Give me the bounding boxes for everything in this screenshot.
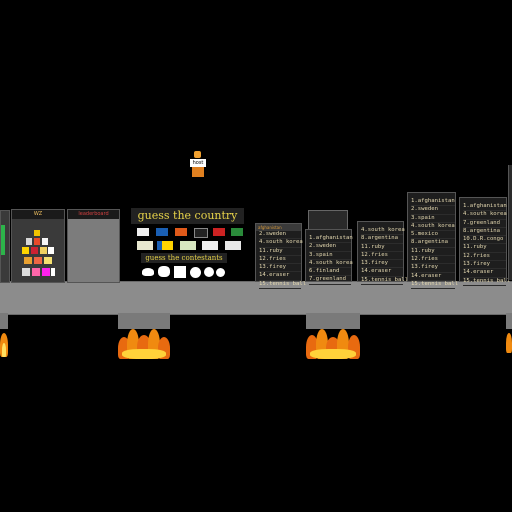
board-entry: 14.eraser: [463, 269, 506, 278]
flag-icon: [137, 241, 153, 250]
board-entry: 13.firey: [361, 260, 403, 269]
board-entry: 8.argentina: [411, 239, 455, 248]
offscreen-board: [508, 165, 512, 280]
fire-hazard: [306, 327, 360, 359]
item-shelf-panel: WZ: [11, 209, 65, 283]
board-entry: 1.afghanistan: [309, 235, 353, 244]
board-entry: 6.finland: [309, 268, 351, 277]
board-entry: 11.ruby: [463, 244, 506, 253]
board-entry: 1.afghanistan: [463, 203, 507, 212]
contestant-icon: [158, 266, 170, 277]
timer-box: [308, 210, 348, 230]
flag-icon: [225, 241, 241, 250]
board-entry: 15.tennis ball: [411, 281, 458, 290]
flag-icon: [213, 228, 225, 236]
board-entry: 8.argentina: [361, 235, 403, 244]
contestant-icon: [190, 267, 201, 278]
board-entry: 5.mexico: [411, 231, 455, 240]
board-entry: 7.greenland: [309, 276, 351, 285]
board-entry: 15.tennis ball: [463, 278, 510, 286]
subtitle-sign: guess the contestants: [141, 253, 227, 263]
board-entry: 13.firey: [259, 264, 301, 273]
player-head: [194, 151, 201, 158]
board-entry: 14.eraser: [259, 272, 301, 281]
flag-icon: [194, 228, 208, 238]
board-entry: 12.fries: [463, 253, 506, 262]
board-entry: 12.fries: [361, 252, 403, 261]
board-entry: 2.sweden: [309, 243, 351, 252]
contestant-icon: [174, 266, 186, 278]
board-entry: 13.firey: [463, 261, 506, 270]
flag-icon: [202, 241, 218, 250]
board-entry: 4.south korea: [463, 211, 507, 220]
board-entry: 12.fries: [411, 256, 455, 265]
board-entry: 1.afghanistan: [411, 198, 455, 207]
fire-hazard: [118, 327, 170, 359]
board-entry: 3.spain: [309, 252, 351, 260]
board-entry: 10.D.R.congo: [463, 236, 506, 245]
board-entry: 15.tennis ball: [361, 277, 408, 286]
board-entry: 8.argentina: [463, 228, 506, 237]
board-entry: 4.south korea: [411, 223, 455, 232]
player-character[interactable]: host: [190, 151, 206, 181]
board-entry: 14.eraser: [411, 273, 455, 281]
flag-icon: [137, 228, 149, 236]
board-entry: 13.firey: [411, 264, 455, 273]
board-entry: 2.sweden: [259, 231, 301, 240]
board-entry: 2.sweden: [411, 206, 455, 215]
flag-icon: [180, 241, 196, 250]
board-entry: 11.ruby: [411, 248, 455, 257]
fire-hazard: [0, 329, 8, 357]
fire-pit-2: [306, 313, 360, 329]
fire-pit-1: [118, 313, 170, 329]
flag-icon: [156, 228, 168, 236]
contestant-icon: [142, 268, 154, 276]
board-entry: 15.tennis ball: [259, 281, 306, 290]
offscreen-panel: [0, 210, 10, 283]
contestant-icon: [204, 267, 214, 277]
board-entry: 11.ruby: [259, 248, 301, 256]
item-shelf-title: WZ: [12, 210, 64, 219]
player-body: [192, 167, 204, 177]
leaderboard-panel-title: leaderboard: [68, 210, 119, 219]
leaderboard-panel: leaderboard: [67, 209, 120, 283]
board-entry: 7.greenland: [463, 220, 506, 228]
board-entry: 14.eraser: [361, 268, 403, 277]
flag-icon: [157, 241, 173, 250]
board-entry: 3.spain: [411, 215, 455, 223]
board-entry: 11.ruby: [361, 244, 403, 252]
fire-pit-left-edge: [0, 313, 8, 329]
board-entry: 4.south korea: [259, 239, 303, 248]
board-entry: 4.south korea: [309, 260, 353, 269]
board-header: afghanistan: [256, 224, 301, 231]
contestant-silhouettes: [142, 266, 226, 278]
flag-icon: [175, 228, 187, 236]
country-flags-grid: [137, 228, 243, 252]
board-entry: 12.fries: [259, 256, 301, 265]
fire-hazard: [506, 329, 512, 353]
title-sign: guess the country: [131, 208, 244, 224]
item-pile: [22, 230, 55, 280]
board-entry: 4.south korea: [361, 227, 405, 236]
fire-pit-right-edge: [506, 313, 512, 329]
player-name-tag: host: [190, 159, 206, 167]
contestant-icon: [216, 268, 225, 277]
flag-icon: [231, 228, 243, 236]
